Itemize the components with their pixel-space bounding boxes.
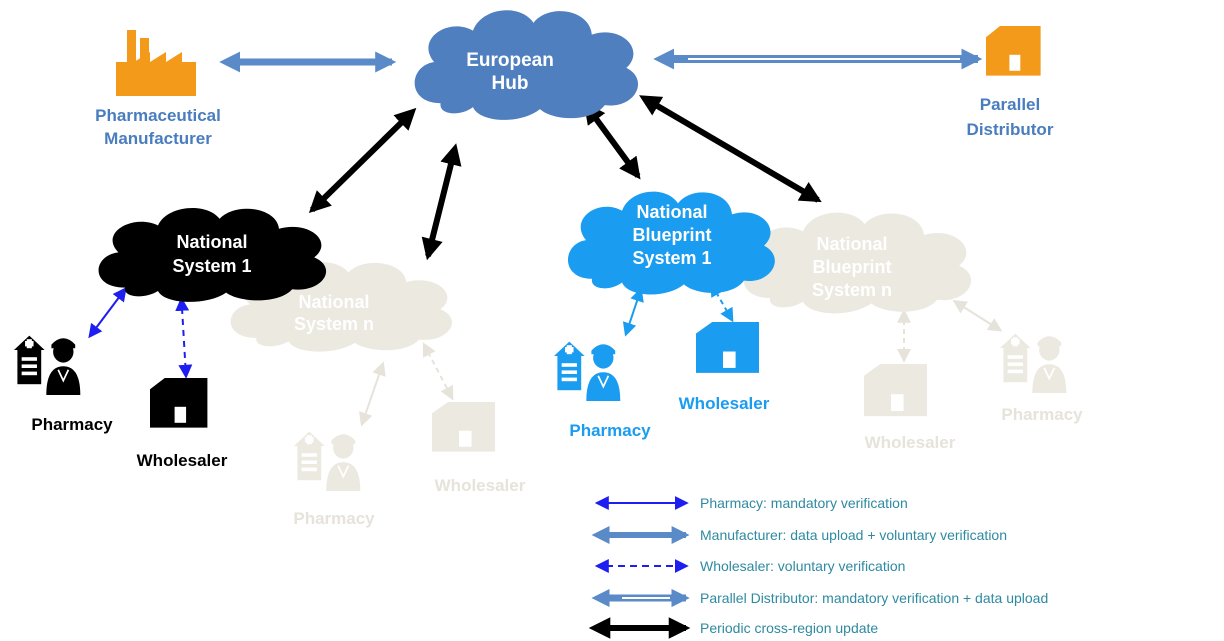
faded-arrows [359,300,1003,427]
blueprint-system-1-label-line3: System 1 [632,248,711,268]
bp1-wholesaler-arrow [710,282,734,323]
ns1-wholesaler-arrow [175,296,193,379]
blueprint-system-n-label-line3: System n [812,280,892,300]
pharmacy-icon [553,340,622,402]
blueprint-system-n-label-line2: Blueprint [813,257,892,277]
legend-manufacturer-label: Manufacturer: data upload + voluntary ve… [700,527,1007,543]
blueprint-system-1-label-line1: National [636,202,707,222]
pharmacy-label-faded-right: Pharmacy [1001,405,1083,424]
hub-label-line2: Hub [492,73,529,94]
factory-icon [116,30,196,96]
blueprint-system-n-cloud: National Blueprint System n [743,212,972,314]
wholesaler-label-black: Wholesaler [137,451,228,470]
national-system-1-label-line2: System 1 [172,256,251,276]
wholesaler-icon [150,378,208,428]
hub-national-system-1-arrow [308,107,417,214]
national-system-1-cloud: National System 1 [98,207,327,302]
national-system-n-cloud: National System n [230,262,453,352]
parallel-distributor-label-line1: Parallel [980,95,1041,114]
pharmacy-icon [13,334,82,396]
national-system-1-label-line1: National [176,232,247,252]
blueprint-system-1-cloud: National Blueprint System 1 [567,191,775,295]
blueprint-system-n-label-line1: National [816,234,887,254]
legend-parallel-distributor-label: Parallel Distributor: mandatory verifica… [700,590,1048,606]
parallel-distributor-label-line2: Distributor [967,120,1054,139]
wholesaler-icon [432,402,495,452]
national-system-n-label-line2: System n [294,314,374,334]
legend-cross-region-label: Periodic cross-region update [700,620,878,636]
pharmacy-label-black: Pharmacy [31,415,113,434]
national-system-n-label-line1: National [298,292,369,312]
hub-label-line1: European [466,50,554,71]
blueprint-system-1-label-line2: Blueprint [633,225,712,245]
pharmacy-icon [999,332,1068,394]
parallel-distributor-warehouse-icon [986,26,1041,76]
pharmacy-icon [293,430,362,492]
wholesaler-label-blue: Wholesaler [679,394,770,413]
european-hub-cloud: European Hub [414,10,639,120]
bp1-pharmacy-arrow [622,287,644,337]
wholesaler-label-faded-left: Wholesaler [435,476,526,495]
wholesaler-icon [696,322,759,373]
hub-national-system-n-arrow [421,143,462,261]
hub-blueprint-system-1-arrow [583,102,641,180]
hub-blueprint-system-n-arrow [639,95,822,203]
wholesaler-label-faded-right: Wholesaler [865,433,956,452]
legend-pharmacy-label: Pharmacy: mandatory verification [700,495,908,511]
pharmacy-label-faded-left: Pharmacy [293,509,375,528]
manufacturer-label-line1: Pharmaceutical [95,106,221,125]
pharmacy-label-blue: Pharmacy [569,421,651,440]
legend-wholesaler-label: Wholesaler: voluntary verification [700,558,905,574]
manufacturer-label-line2: Manufacturer [104,129,212,148]
ns1-pharmacy-arrow [88,287,127,339]
wholesaler-icon [864,364,927,417]
legend: Pharmacy: mandatory verification Manufac… [588,495,1048,639]
